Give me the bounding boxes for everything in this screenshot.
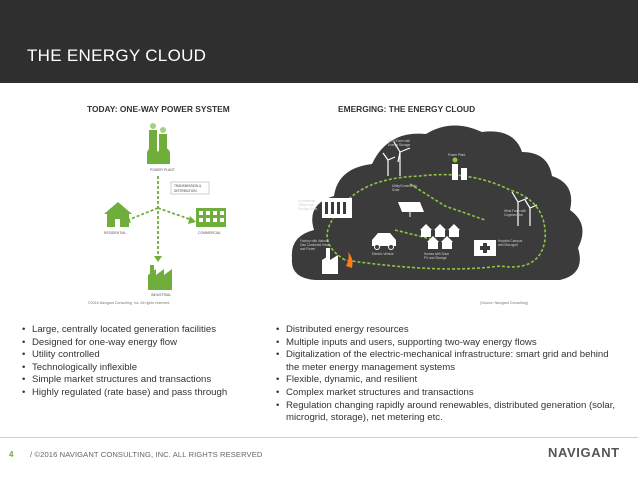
left-power-plant-label: POWER PLANT <box>150 168 175 172</box>
utility-solar-label-1: Utility/Community <box>392 184 417 188</box>
list-item: Distributed energy resources <box>276 324 616 337</box>
wind-cogeneration-label-1: Wind Farm with <box>504 209 526 213</box>
list-item: Highly regulated (rate base) and pass th… <box>22 387 272 400</box>
energy-cloud-shape <box>291 125 583 280</box>
offices-label-1: Commercial <box>298 199 315 203</box>
factory-label-1: Factory with Natural <box>300 239 329 243</box>
list-item: Flexible, dynamic, and resilient <box>276 374 616 387</box>
list-item: Utility controlled <box>22 349 272 362</box>
cloud-power-plant-icon <box>452 157 467 180</box>
wind-farm-storage-icon <box>382 141 411 176</box>
energy-cloud-bullets: Distributed energy resources Multiple in… <box>276 324 616 425</box>
list-item: Multiple inputs and users, supporting tw… <box>276 337 616 350</box>
wind-cogeneration-icon <box>511 191 538 226</box>
wind-farm-storage-label-2: Energy Storage <box>388 143 410 147</box>
offices-label-3: Rooftop Solar <box>298 207 318 211</box>
homes-label-2: PV and Storage <box>424 256 447 260</box>
industrial-label: INDUSTRIAL <box>151 293 171 297</box>
right-diagram-title: EMERGING: THE ENERGY CLOUD <box>338 104 475 114</box>
header-bar: THE ENERGY CLOUD <box>0 0 638 83</box>
navigant-logo: NAVIGANT <box>548 445 620 460</box>
hospital-label-1: Hospital Campus <box>498 239 523 243</box>
left-arrow-heads <box>124 216 196 262</box>
page-number: 4 <box>9 450 14 459</box>
energy-diagram: TODAY: ONE-WAY POWER SYSTEM POWER PLANT … <box>0 90 638 312</box>
utility-solar-icon <box>398 202 424 217</box>
left-diagram-title: TODAY: ONE-WAY POWER SYSTEM <box>87 104 230 114</box>
solar-homes-icon <box>420 224 460 249</box>
left-flow-arrows <box>127 176 193 258</box>
residential-label: RESIDENTIAL <box>104 231 126 235</box>
list-item: Large, centrally located generation faci… <box>22 324 272 337</box>
footer-divider <box>0 437 638 438</box>
list-item: Digitalization of the electric-mechanica… <box>276 349 616 374</box>
one-way-system-bullets: Large, centrally located generation faci… <box>22 324 272 400</box>
cloud-factory-icon <box>322 248 353 274</box>
hospital-icon <box>474 240 496 256</box>
left-power-plant-icon <box>147 123 170 164</box>
diagram-canvas: TODAY: ONE-WAY POWER SYSTEM POWER PLANT … <box>87 104 583 305</box>
electric-vehicle-label: Electric Vehicle <box>372 252 394 256</box>
wind-cogeneration-label-2: Cogeneration <box>504 213 523 217</box>
commercial-offices-icon <box>322 198 352 218</box>
commercial-building-icon <box>196 208 226 227</box>
page-title: THE ENERGY CLOUD <box>27 46 207 65</box>
wind-farm-storage-label-1: Wind Farm with <box>388 139 410 143</box>
list-item: Simple market structures and transaction… <box>22 374 272 387</box>
factory-label-3: and Power <box>300 247 316 251</box>
list-item: Designed for one-way energy flow <box>22 337 272 350</box>
right-diagram-source: (Source: Navigant Consulting) <box>480 301 528 305</box>
electric-vehicle-icon <box>372 233 396 250</box>
left-diagram-copyright: ©2016 Navigant Consulting, Inc. All righ… <box>88 301 170 305</box>
footer-copyright: / ©2016 NAVIGANT CONSULTING, INC. ALL RI… <box>30 450 263 459</box>
offices-label-2: Offices with <box>298 203 315 207</box>
homes-label-1: Homes with Solar <box>424 252 450 256</box>
list-item: Complex market structures and transactio… <box>276 387 616 400</box>
commercial-label: COMMERCIAL <box>198 231 221 235</box>
transmission-label-1: TRANSMISSION & <box>174 184 202 188</box>
utility-solar-label-2: Solar <box>392 188 400 192</box>
transmission-box <box>170 181 210 195</box>
hospital-label-2: with Microgrid <box>498 243 518 247</box>
cloud-power-plant-label: Power Plant <box>448 153 465 157</box>
list-item: Technologically inflexible <box>22 362 272 375</box>
list-item: Regulation changing rapidly around renew… <box>276 400 616 425</box>
transmission-label-2: DISTRIBUTION <box>174 189 197 193</box>
residential-house-icon <box>104 202 132 227</box>
industrial-factory-icon <box>148 265 172 290</box>
factory-label-2: Gas Combined Heat <box>300 243 329 247</box>
